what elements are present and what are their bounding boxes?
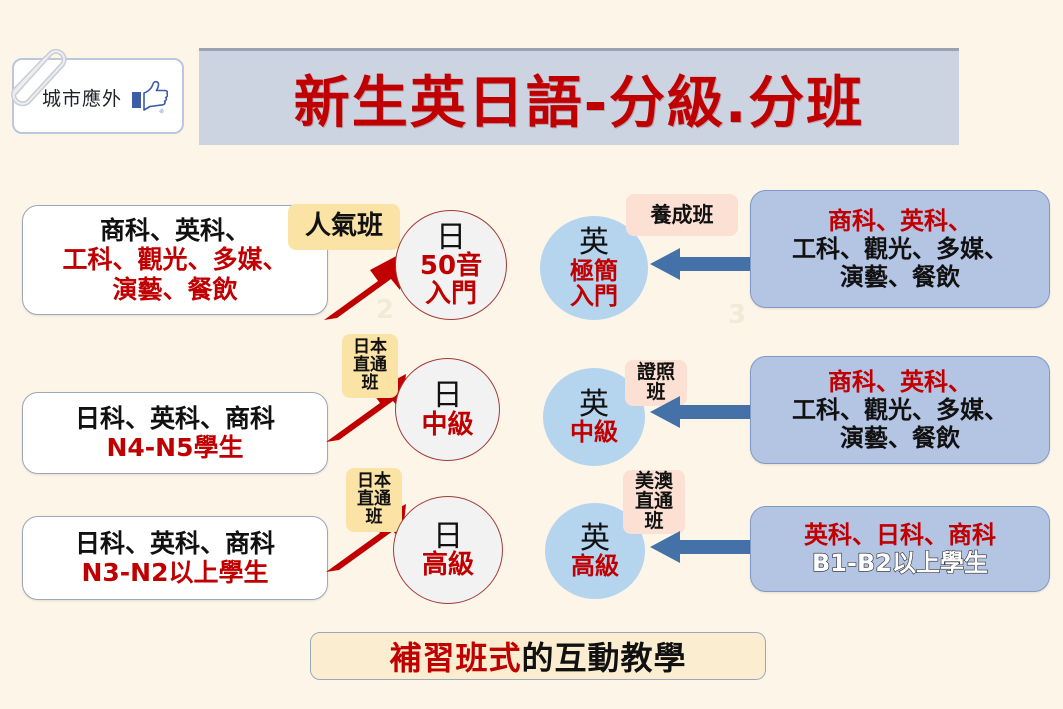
jp-tag-3-line-3: 班 bbox=[365, 506, 383, 527]
footer-banner[interactable]: 補習班式 的互動教學 bbox=[310, 632, 766, 680]
en-circle-3-sub-1: 高級 bbox=[571, 552, 619, 581]
en-source-box-1[interactable]: 商科、英科、 工科、觀光、多媒、 演藝、餐飲 bbox=[750, 190, 1050, 308]
jp-arrow-1 bbox=[324, 252, 404, 320]
footer-rest: 的互動教學 bbox=[521, 639, 687, 677]
en-circle-2-sub-1: 中級 bbox=[570, 418, 618, 447]
en-source-2-line-1: 商科、英科、 bbox=[828, 367, 972, 396]
en-source-box-3[interactable]: 英科、日科、商科 B1-B2以上學生 bbox=[750, 506, 1050, 592]
en-tag-3-line-3: 班 bbox=[644, 509, 664, 532]
jp-source-1-line-2: 工科、觀光、多媒、 bbox=[62, 245, 288, 275]
en-tag-3[interactable]: 美澳 直通 班 bbox=[623, 470, 685, 534]
watermark-2: 2 bbox=[376, 295, 395, 325]
paperclip-icon bbox=[11, 48, 67, 107]
en-circle-1-top: 英 bbox=[579, 225, 609, 261]
en-tag-2-line-2: 班 bbox=[646, 381, 666, 403]
jp-tag-3-line-1: 日本 bbox=[357, 471, 391, 492]
footer-highlight: 補習班式 bbox=[389, 639, 522, 677]
en-source-1-line-1: 商科、英科、 bbox=[828, 206, 972, 235]
jp-tag-2-line-2: 直通 bbox=[353, 355, 387, 376]
jp-source-2-line-1: 日科、英科、商科 bbox=[74, 403, 275, 433]
page-title: 新生英日語-分級.分班 bbox=[293, 70, 865, 136]
thumbs-up-icon bbox=[132, 80, 168, 114]
title-banner: 新生英日語-分級.分班 bbox=[199, 48, 959, 145]
en-circle-1-sub-2: 入門 bbox=[570, 281, 618, 310]
en-source-1-line-2: 工科、觀光、多媒、 bbox=[792, 234, 1008, 263]
jp-circle-3[interactable]: 日 高級 bbox=[393, 496, 503, 604]
en-tag-3-line-1: 美澳 bbox=[634, 470, 673, 493]
jp-source-1-line-1: 商科、英科、 bbox=[99, 215, 250, 245]
en-arrow-2 bbox=[650, 396, 754, 428]
jp-source-2-line-2: N4-N5學生 bbox=[106, 433, 244, 462]
jp-circle-1-top: 日 bbox=[436, 219, 466, 255]
jp-source-box-3[interactable]: 日科、英科、商科 N3-N2以上學生 bbox=[22, 516, 328, 600]
jp-circle-2[interactable]: 日 中級 bbox=[395, 358, 500, 461]
jp-tag-2-line-1: 日本 bbox=[353, 337, 387, 358]
brand-logo: 城市應外 bbox=[11, 48, 184, 134]
en-arrow-1 bbox=[650, 248, 754, 280]
jp-circle-3-sub-1: 高級 bbox=[421, 550, 474, 581]
en-tag-1-line-1: 養成班 bbox=[650, 202, 714, 227]
en-circle-2[interactable]: 英 中級 bbox=[543, 368, 645, 466]
watermark-3: 3 bbox=[728, 300, 747, 330]
en-source-3-line-2: B1-B2以上學生 bbox=[811, 548, 988, 577]
jp-tag-1[interactable]: 人氣班 bbox=[288, 204, 400, 250]
en-source-3-line-1: 英科、日科、商科 bbox=[804, 520, 996, 549]
jp-tag-3-line-2: 直通 bbox=[357, 489, 391, 510]
jp-circle-2-sub-1: 中級 bbox=[421, 409, 474, 440]
en-tag-2[interactable]: 證照 班 bbox=[625, 360, 687, 406]
jp-source-box-2[interactable]: 日科、英科、商科 N4-N5學生 bbox=[22, 392, 328, 474]
jp-circle-1-sub-1: 50音 bbox=[419, 251, 483, 282]
en-circle-3-top: 英 bbox=[580, 520, 610, 556]
jp-tag-3[interactable]: 日本 直通 班 bbox=[346, 468, 402, 532]
en-tag-2-line-1: 證照 bbox=[636, 361, 675, 384]
jp-tag-2-line-3: 班 bbox=[361, 372, 379, 393]
jp-circle-2-top: 日 bbox=[432, 378, 463, 414]
jp-circle-3-top: 日 bbox=[433, 518, 463, 554]
jp-tag-1-line-1: 人氣班 bbox=[304, 211, 383, 242]
jp-source-3-line-1: 日科、英科、商科 bbox=[74, 528, 275, 558]
en-source-1-line-3: 演藝、餐飲 bbox=[840, 263, 960, 292]
en-circle-1-sub-1: 極簡 bbox=[570, 256, 618, 285]
en-tag-1[interactable]: 養成班 bbox=[626, 194, 738, 236]
jp-circle-1-sub-2: 入門 bbox=[424, 278, 477, 309]
logo-text: 城市應外 bbox=[42, 88, 123, 110]
en-source-2-line-3: 演藝、餐飲 bbox=[840, 424, 960, 453]
en-source-2-line-2: 工科、觀光、多媒、 bbox=[792, 395, 1008, 424]
jp-source-box-1[interactable]: 商科、英科、 工科、觀光、多媒、 演藝、餐飲 bbox=[22, 205, 328, 315]
jp-source-3-line-2: N3-N2以上學生 bbox=[81, 558, 269, 587]
jp-tag-2[interactable]: 日本 直通 班 bbox=[342, 334, 398, 398]
en-tag-3-line-2: 直通 bbox=[634, 490, 673, 513]
en-circle-2-top: 英 bbox=[579, 386, 609, 422]
jp-source-1-line-3: 演藝、餐飲 bbox=[112, 274, 238, 304]
jp-circle-1[interactable]: 日 50音 入門 bbox=[395, 210, 507, 320]
en-source-box-2[interactable]: 商科、英科、 工科、觀光、多媒、 演藝、餐飲 bbox=[750, 356, 1050, 464]
en-arrow-3 bbox=[650, 531, 754, 563]
